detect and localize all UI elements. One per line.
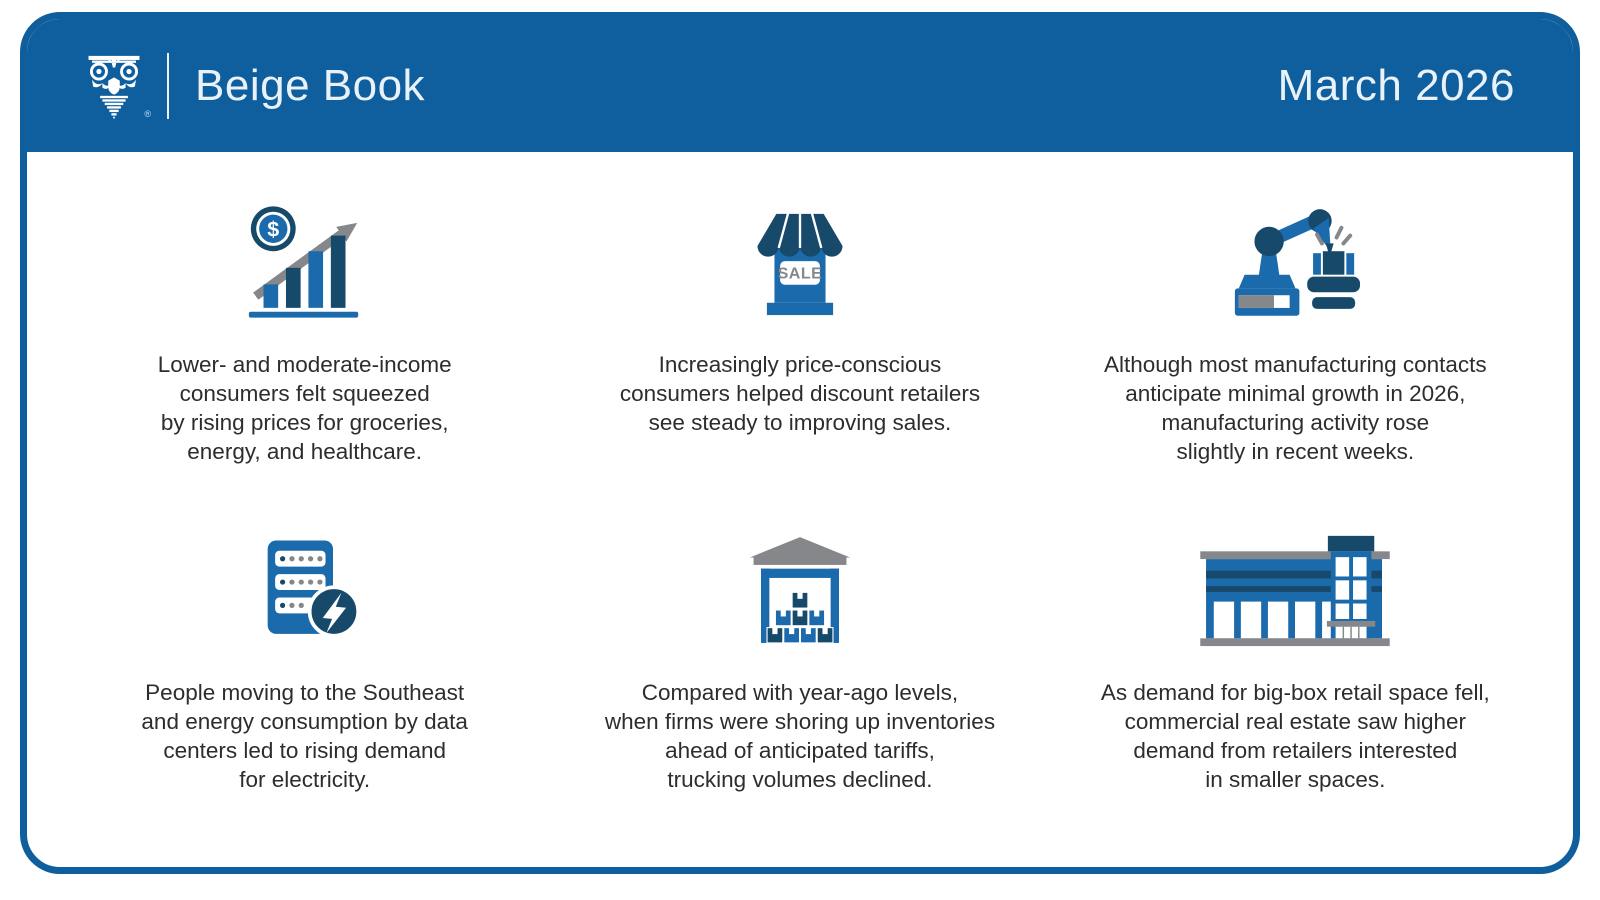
header-divider (167, 52, 169, 119)
caption-line: for electricity. (239, 767, 371, 792)
caption-line: ahead of anticipated tariffs, (665, 738, 935, 763)
registered-mark: ® (144, 108, 151, 119)
sale-sign-label: SALE (778, 265, 823, 283)
robotic-arm-icon (1229, 198, 1361, 320)
fed-column-logo-icon: ® (85, 51, 151, 121)
caption-line: when firms were shoring up inventories (604, 709, 996, 734)
panel-caption: Lower- and moderate-income consumers fel… (158, 350, 452, 466)
caption-line: Lower- and moderate-income (157, 352, 452, 377)
panel-caption: Although most manufacturing contacts ant… (1104, 350, 1487, 466)
caption-line: People moving to the Southeast (145, 680, 465, 705)
dollar-sign-label: $ (267, 218, 279, 242)
panel-discount-retail: SALE Increasingly price-conscious consum… (552, 198, 1047, 466)
caption-line: anticipate minimal growth in 2026, (1125, 381, 1466, 406)
page-title: Beige Book (195, 60, 426, 110)
caption-line: in smaller spaces. (1205, 767, 1386, 792)
header: ® Beige Book March 2026 (27, 19, 1573, 152)
caption-line: by rising prices for groceries, (160, 410, 449, 435)
caption-line: energy, and healthcare. (187, 439, 423, 464)
panel-electricity-demand: People moving to the Southeast and energ… (57, 526, 552, 794)
panel-consumer-prices: $ Lower- and moderate-income consumers f… (57, 198, 552, 466)
caption-line: and energy consumption by data (141, 709, 468, 734)
caption-line: trucking volumes declined. (667, 767, 933, 792)
data-center-electricity-icon (249, 526, 361, 648)
caption-line: Compared with year-ago levels, (641, 680, 959, 705)
caption-line: centers led to rising demand (163, 738, 446, 763)
panel-caption: Increasingly price-conscious consumers h… (620, 350, 980, 437)
rising-prices-bar-chart-icon: $ (244, 198, 366, 320)
panel-caption: People moving to the Southeast and energ… (141, 678, 467, 794)
caption-line: manufacturing activity rose (1161, 410, 1430, 435)
caption-line: As demand for big-box retail space fell, (1100, 680, 1490, 705)
panels-grid: $ Lower- and moderate-income consumers f… (27, 152, 1573, 794)
caption-line: see steady to improving sales. (648, 410, 952, 435)
discount-storefront-icon: SALE (748, 198, 852, 320)
big-box-retail-building-icon (1197, 526, 1393, 648)
caption-line: commercial real estate saw higher (1124, 709, 1467, 734)
caption-line: Although most manufacturing contacts (1103, 352, 1487, 377)
caption-line: consumers felt squeezed (179, 381, 430, 406)
panel-commercial-real-estate: As demand for big-box retail space fell,… (1048, 526, 1543, 794)
panel-caption: Compared with year-ago levels, when firm… (605, 678, 995, 794)
caption-line: Increasingly price-conscious (658, 352, 942, 377)
panel-manufacturing: Although most manufacturing contacts ant… (1048, 198, 1543, 466)
panel-trucking-inventories: Compared with year-ago levels, when firm… (552, 526, 1047, 794)
caption-line: consumers helped discount retailers (619, 381, 981, 406)
caption-line: demand from retailers interested (1133, 738, 1458, 763)
warehouse-inventory-icon (748, 526, 852, 648)
infographic-card: ® Beige Book March 2026 (20, 12, 1580, 874)
report-date: March 2026 (1277, 60, 1515, 110)
panel-caption: As demand for big-box retail space fell,… (1101, 678, 1490, 794)
caption-line: slightly in recent weeks. (1176, 439, 1415, 464)
